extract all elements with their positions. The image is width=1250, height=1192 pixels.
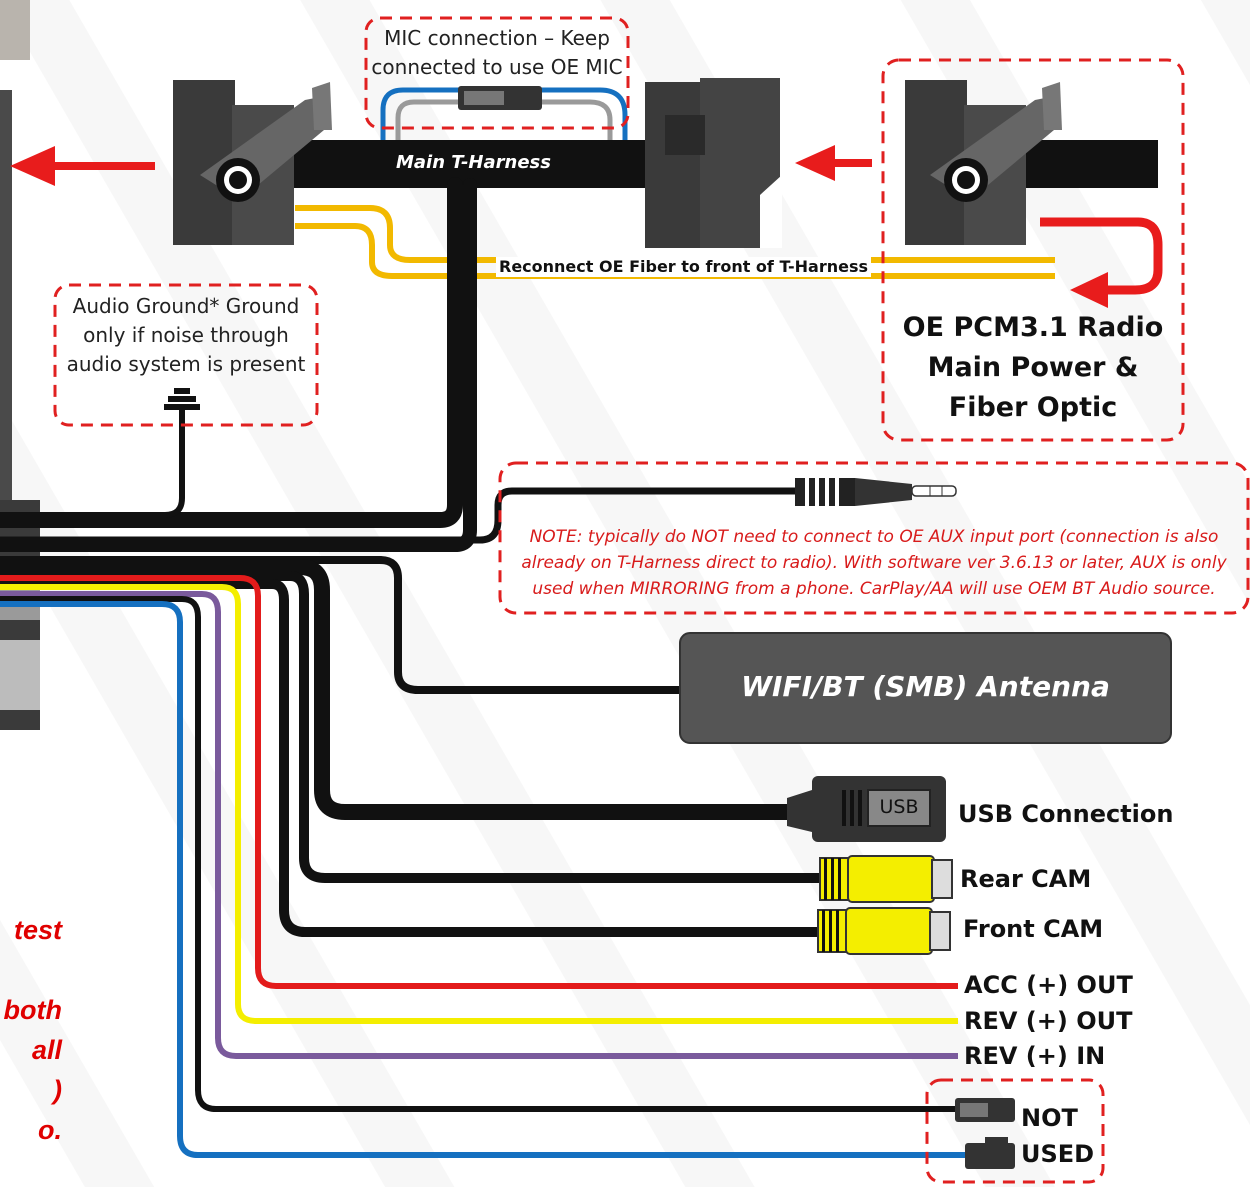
radio-callout-line3: Fiber Optic [948,392,1118,423]
not-used-label: NOT USED [1021,1100,1094,1172]
aux-note-line3: used when MIRRORING from a phone. CarPla… [532,579,1216,599]
front-cam-rca [817,907,951,955]
main-harness-label: Main T-Harness [396,152,551,173]
usb-plug [787,776,946,842]
rev-in-label: REV (+) IN [964,1042,1106,1070]
usb-connection-label: USB Connection [958,800,1174,828]
cropped-side-line3: all [31,1035,62,1065]
harness-cables [0,177,835,937]
mic-callout-line1: MIC connection – Keep [384,26,610,50]
aux-note-line1: NOTE: typically do NOT need to connect t… [529,527,1219,547]
ground-callout: Audio Ground* Ground only if noise throu… [57,292,315,379]
radio-callout-line2: Main Power & [927,352,1139,383]
not-used-line1: NOT [1021,1104,1078,1132]
acc-out-label: ACC (+) OUT [964,971,1133,999]
rev-out-label: REV (+) OUT [964,1007,1133,1035]
cropped-side-line5: o. [38,1115,62,1145]
antenna-label: WIFI/BT (SMB) Antenna [741,670,1110,703]
usb-plug-text: USB [879,796,919,818]
ground-callout-line2: only if noise through [83,323,289,347]
t-harness-middle-connector [645,78,782,248]
mic-callout-line2: connected to use OE MIC [371,55,623,79]
direction-arrows [10,145,1163,308]
rear-cam-rca [819,855,953,903]
antenna-box [679,632,1172,744]
aux-jack [795,478,957,506]
oe-radio-connector [905,80,1062,245]
mic-callout: MIC connection – Keep connected to use O… [368,24,626,82]
not-used-line2: USED [1021,1140,1095,1168]
aux-note: NOTE: typically do NOT need to connect t… [502,524,1246,602]
front-cam-label: Front CAM [963,915,1104,943]
cropped-side-line4: ) [53,1075,62,1105]
rear-cam-label: Rear CAM [960,865,1092,893]
not-used-connectors [955,1098,1015,1169]
output-wires [0,575,975,1158]
ground-symbol [164,388,200,410]
ground-wire [0,410,185,518]
ground-callout-line3: audio system is present [66,352,306,376]
fiber-label: Reconnect OE Fiber to front of T-Harness [496,257,872,277]
main-t-harness-bar [290,140,670,188]
radio-callout: OE PCM3.1 Radio Main Power & Fiber Optic [885,308,1181,428]
fiber-optic-lines [295,205,1055,279]
callout-borders [53,16,1250,1184]
radio-callout-line1: OE PCM3.1 Radio [902,312,1164,343]
cropped-side-line2: both [3,995,62,1025]
aux-note-line2: already on T-Harness direct to radio). W… [521,553,1227,573]
t-harness-left-connector [173,80,332,245]
cropped-side-text: test both all ) o. [2,910,62,1150]
cropped-side-line1: test [13,915,62,945]
ground-callout-line1: Audio Ground* Ground [72,294,300,318]
